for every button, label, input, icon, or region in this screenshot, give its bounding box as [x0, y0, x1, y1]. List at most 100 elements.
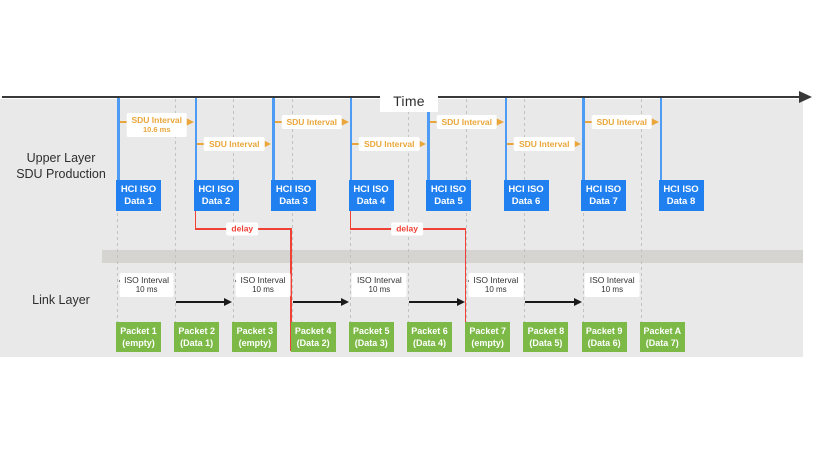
delay-path-vertical-end — [464, 228, 467, 352]
sdu-interval-label-text: SDU Interval — [441, 117, 493, 127]
sdu-interval-label: SDU Interval — [281, 115, 343, 129]
packet-box: Packet 2(Data 1) — [174, 322, 220, 352]
packet-box: Packet 7(empty) — [465, 322, 511, 352]
time-label-text: Time — [393, 93, 425, 109]
sdu-timing-line — [272, 98, 275, 180]
sdu-interval-label-text: SDU Interval — [596, 117, 648, 127]
iso-slot-arrowhead-icon — [224, 298, 233, 306]
iso-slot-arrowhead-icon — [457, 298, 466, 306]
delay-label: delay — [391, 222, 423, 236]
sdu-interval-sublabel: 10.6 ms — [142, 125, 171, 134]
hci-iso-data-box-line2: Data 3 — [279, 196, 308, 207]
hci-iso-data-box-line1: HCI ISO — [430, 184, 467, 195]
packet-box-line1: Packet 2 — [178, 326, 215, 336]
packet-box-line1: Packet 8 — [527, 326, 565, 336]
packet-box: Packet 8(Data 5) — [523, 322, 569, 352]
iso-interval-sublabel: 10 ms — [252, 285, 274, 294]
delay-path-vertical-start — [194, 211, 196, 229]
packet-box-line2: (Data 3) — [354, 337, 388, 348]
delay-path-vertical-end — [290, 228, 292, 352]
packet-box-line1: Packet 1 — [120, 326, 157, 336]
packet-box-line2: (empty) — [471, 337, 504, 348]
hci-iso-data-box-line1: HCI ISO — [585, 184, 622, 195]
packet-box: Packet 1(empty) — [116, 322, 161, 352]
packet-box-line2: (Data 6) — [587, 337, 621, 348]
sdu-interval-label: SDU Interval — [358, 137, 420, 151]
iso-slot-arrow-line — [525, 301, 576, 303]
delay-path-vertical-start — [349, 211, 351, 229]
sdu-timing-line — [194, 98, 197, 180]
packet-box-line2: (Data 7) — [645, 337, 679, 348]
packet-box-line2: (Data 5) — [529, 337, 563, 348]
iso-interval-sublabel: 10 ms — [484, 285, 507, 294]
sdu-interval-label: SDU Interval — [436, 115, 498, 129]
packet-box-line1: Packet 5 — [353, 326, 390, 336]
packet-box-line1: Packet 6 — [411, 326, 448, 336]
sdu-interval-arrowhead-icon — [650, 118, 659, 126]
iso-interval-label-text: ISO Interval — [589, 275, 635, 285]
sdu-interval-label-text: SDU Interval — [131, 115, 183, 125]
hci-iso-data-box-line1: HCI ISO — [508, 184, 544, 195]
hci-iso-data-box-line2: Data 4 — [356, 196, 386, 207]
iso-gridline — [175, 99, 177, 322]
sdu-interval-label-text: SDU Interval — [363, 139, 415, 149]
hci-iso-data-box-line2: Data 6 — [511, 196, 541, 207]
upper-layer-label-line2: SDU Production — [16, 166, 106, 181]
sdu-interval-label-text: SDU Interval — [518, 139, 570, 149]
sdu-interval-arrowhead-icon — [418, 140, 426, 148]
iso-interval-label-text: ISO Interval — [473, 275, 519, 285]
iso-interval-label-text: ISO Interval — [356, 275, 402, 285]
packet-box: Packet 6(Data 4) — [407, 322, 452, 352]
sdu-interval-label-text: SDU Interval — [208, 139, 260, 149]
packet-box-line2: (Data 1) — [180, 337, 214, 348]
hci-iso-data-box-line1: HCI ISO — [275, 184, 312, 195]
iso-interval-label-text: ISO Interval — [240, 275, 286, 285]
packet-box: Packet 5(Data 3) — [348, 322, 394, 352]
packet-box: Packet 3(empty) — [232, 322, 278, 352]
iso-slot-arrow-line — [292, 301, 343, 303]
iso-interval-sublabel: 10 ms — [368, 285, 391, 294]
link-layer-label: Link Layer — [0, 293, 122, 309]
packet-box-line1: Packet A — [643, 326, 682, 336]
hci-iso-data-box-line2: Data 2 — [201, 196, 231, 207]
packet-box: Packet A(Data 7) — [639, 322, 685, 352]
iso-interval-label-text: ISO Interval — [124, 275, 170, 285]
sdu-timing-line — [659, 98, 662, 180]
packet-box-line2: (Data 2) — [296, 337, 330, 348]
time-label: Time — [380, 90, 438, 112]
iso-gridline — [408, 99, 409, 322]
sdu-timing-line — [427, 98, 430, 180]
iso-interval-sublabel: 10 ms — [601, 285, 624, 294]
sdu-interval-arrowhead-icon — [495, 118, 504, 126]
sdu-interval-label: SDU Interval — [591, 115, 653, 129]
hci-iso-data-box-line2: Data 5 — [434, 196, 463, 207]
upper-layer-label: Upper Layer SDU Production — [0, 151, 122, 182]
packet-box-line1: Packet 7 — [469, 326, 506, 336]
sdu-timing-line — [504, 98, 507, 180]
packet-box-line2: (empty) — [122, 337, 155, 348]
packet-box-line2: (empty) — [238, 337, 272, 348]
sdu-timing-line — [582, 98, 585, 180]
upper-layer-label-line1: Upper Layer — [26, 151, 96, 165]
packet-box: Packet 4(Data 2) — [290, 322, 336, 352]
link-layer-label-text: Link Layer — [32, 293, 90, 307]
iso-slot-arrowhead-icon — [573, 298, 582, 306]
sdu-interval-label-text: SDU Interval — [286, 117, 338, 127]
hci-iso-data-box-line2: Data 8 — [666, 196, 696, 207]
hci-iso-data-box-line2: Data 7 — [589, 196, 618, 207]
hci-iso-data-box-line1: HCI ISO — [120, 184, 157, 195]
sdu-interval-label: SDU Interval — [513, 137, 575, 151]
